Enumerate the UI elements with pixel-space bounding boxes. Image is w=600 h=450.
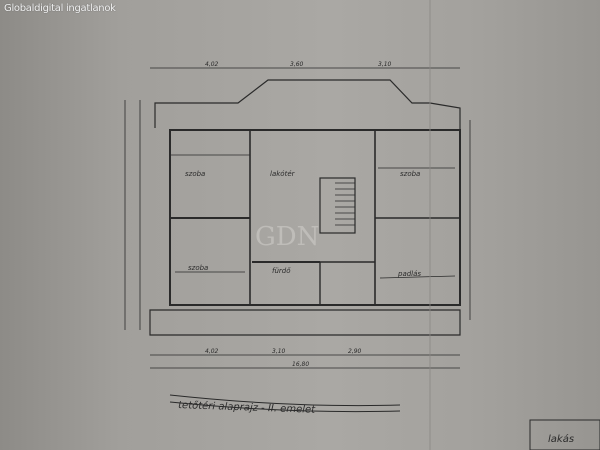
dimension-label: 4,02 (205, 61, 219, 68)
room-label: lakótér (270, 170, 296, 178)
dimension-label: 3,10 (378, 61, 392, 68)
title-block-text: lakás (548, 433, 574, 445)
dimension-label: 3,10 (272, 348, 286, 355)
dimension-label: 4,02 (205, 348, 219, 355)
room-label: fürdő (272, 266, 291, 275)
room-label: padlás (397, 270, 421, 278)
room-label: szoba (188, 264, 208, 272)
room-label: szoba (400, 170, 420, 178)
dimension-label: 16,80 (292, 361, 309, 368)
dimension-label: 3,60 (290, 61, 304, 68)
dimension-label: 2,90 (348, 348, 362, 355)
watermark-text: Globaldigital ingatlanok (4, 3, 116, 14)
plan-caption: tetőtéri alaprajz - II. emelet (178, 399, 316, 416)
roof-outline (154, 79, 461, 132)
logo: GDN (255, 222, 319, 252)
eave-outline (149, 309, 461, 336)
room-label: szoba (185, 170, 205, 178)
